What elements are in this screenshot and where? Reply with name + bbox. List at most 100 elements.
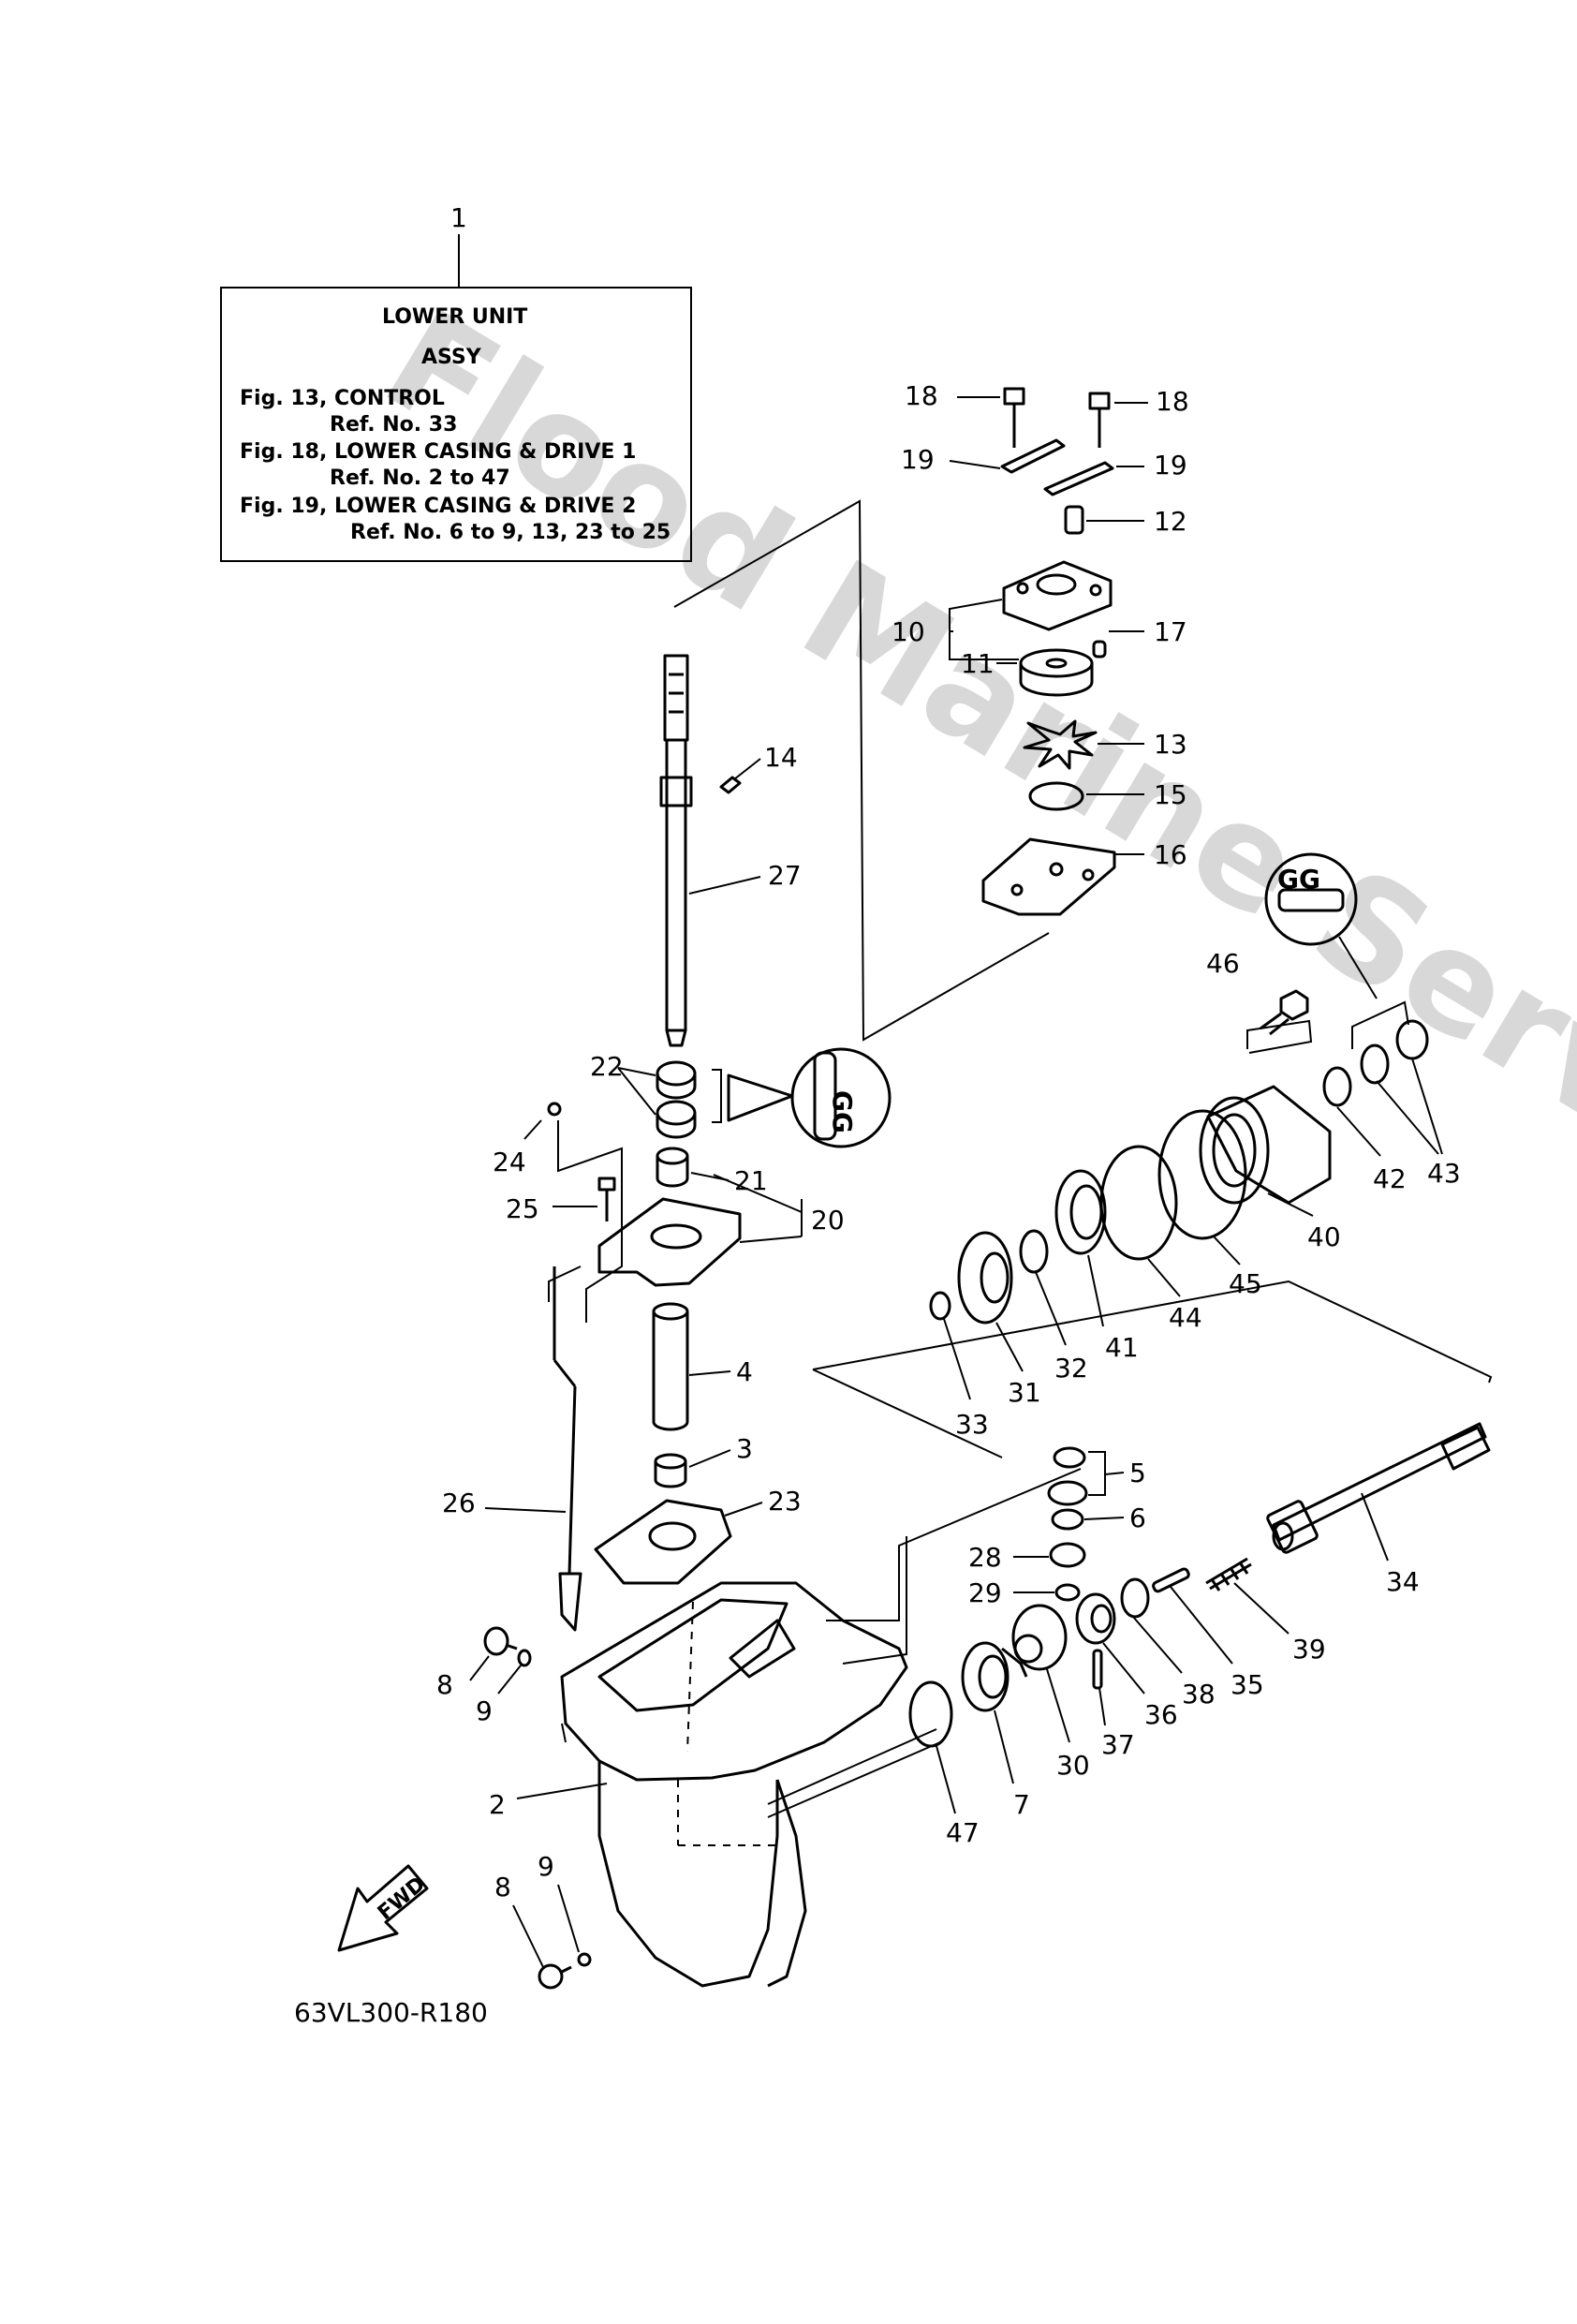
o-ring-45: [1157, 1109, 1247, 1240]
spring-39: [1205, 1557, 1252, 1591]
bolt-46: [1260, 989, 1309, 1036]
circlip-33: [929, 1291, 951, 1321]
callout-44: 44: [1169, 1302, 1202, 1333]
forward-gear-30: [1001, 1604, 1068, 1678]
reference-box: 1 LOWER UNIT ASSY Fig. 13, CONTROL Ref. …: [220, 202, 692, 562]
pin-17: [1092, 640, 1107, 659]
callout-1: 1: [450, 202, 467, 233]
bearing-5b: [1047, 1480, 1088, 1506]
drive-shaft-27: 14 27: [659, 654, 802, 1047]
box-line-5: Fig. 19, LOWER CASING & DRIVE 2: [240, 495, 636, 518]
ring-47: [908, 1680, 953, 1748]
impeller-13: [1023, 719, 1098, 770]
callout-43: 43: [1427, 1158, 1461, 1189]
bearing-41: [1054, 1169, 1107, 1255]
washer-9-lower: [577, 1952, 592, 1967]
callout-19-left: 19: [901, 444, 935, 475]
callout-15: 15: [1154, 779, 1187, 810]
callout-18-left: 18: [905, 380, 938, 411]
callout-33: 33: [955, 1409, 989, 1440]
circlip-38: [1120, 1577, 1150, 1619]
bolt-25: [597, 1177, 616, 1221]
callout-11: 11: [961, 648, 995, 679]
callout-20: 20: [811, 1205, 845, 1236]
bearing-5a: [1053, 1446, 1086, 1469]
callout-40: 40: [1307, 1221, 1341, 1252]
box-line-3: Fig. 18, LOWER CASING & DRIVE 1: [240, 440, 636, 464]
screw-8-upper: [483, 1626, 518, 1656]
callout-47: 47: [946, 1817, 980, 1848]
key-14: [719, 776, 742, 794]
callout-9-lower: 9: [538, 1851, 554, 1882]
callout-14: 14: [764, 742, 798, 773]
plate-19-right: [1043, 461, 1114, 496]
pinion-28: [1049, 1542, 1086, 1568]
callout-16: 16: [1154, 839, 1187, 870]
insert-cartridge-11: [1019, 648, 1094, 697]
callout-34: 34: [1386, 1566, 1420, 1597]
callout-24: 24: [493, 1147, 526, 1177]
plate-19-left: [1000, 438, 1066, 474]
callout-41: 41: [1105, 1332, 1139, 1363]
prop-shaft-housing-group: 46 43 42 40 45 44 41 32 31 33: [929, 948, 1461, 1440]
box-line-6: Ref. No. 6 to 9, 13, 23 to 25: [350, 521, 671, 544]
callout-26: 26: [442, 1488, 476, 1518]
fwd-arrow-icon: FWD: [337, 1864, 430, 1952]
callout-30: 30: [1056, 1750, 1090, 1781]
bolt-18-right: [1088, 392, 1111, 448]
prop-shaft-group: 5 6 28 29 34 39 35 38 36 37 30 7 47: [908, 1422, 1491, 1848]
grease-symbol-right: GG: [1264, 852, 1378, 999]
fwd-label: FWD: [374, 1873, 430, 1925]
grease-symbol-left: [790, 1047, 892, 1148]
callout-45: 45: [1229, 1268, 1262, 1299]
callout-3: 3: [736, 1433, 753, 1464]
grease-label-left: GG: [827, 1090, 858, 1133]
callout-13: 13: [1154, 729, 1187, 760]
gasket-23: [594, 1499, 732, 1585]
callout-7: 7: [1013, 1789, 1030, 1820]
callout-39: 39: [1292, 1634, 1326, 1665]
box-title-2: ASSY: [421, 346, 482, 369]
bearing-7: [961, 1641, 1010, 1712]
callout-4: 4: [736, 1356, 753, 1387]
callout-35: 35: [1231, 1669, 1264, 1700]
insert-12: [1064, 505, 1084, 535]
washer-9-upper: [517, 1649, 532, 1667]
callout-10: 10: [892, 616, 925, 647]
pump-alignment-line: [673, 499, 1050, 1042]
callout-29: 29: [968, 1577, 1002, 1608]
bushing-21: [656, 1147, 689, 1188]
outer-plate-16: [981, 837, 1116, 916]
callout-46: 46: [1206, 948, 1240, 979]
screw-8-lower: [538, 1963, 572, 1990]
callout-31: 31: [1008, 1377, 1041, 1408]
callout-6: 6: [1129, 1502, 1146, 1533]
callout-22: 22: [590, 1051, 624, 1082]
pin-35: [1152, 1567, 1190, 1593]
propeller-shaft-34: [1266, 1422, 1491, 1554]
gear-bracket: [812, 1280, 1493, 1384]
bearing-22-lower: [656, 1100, 697, 1139]
pump-housing-10: [1002, 560, 1113, 631]
pin-24: [547, 1102, 562, 1117]
shim-6: [1051, 1508, 1084, 1531]
callout-8-upper: 8: [436, 1669, 453, 1700]
dog-clutch-36: [1075, 1592, 1116, 1645]
callout-2: 2: [489, 1789, 506, 1820]
callout-27: 27: [768, 860, 802, 891]
box-line-4: Ref. No. 2 to 47: [330, 466, 510, 490]
callout-23: 23: [768, 1486, 802, 1517]
callout-17: 17: [1154, 616, 1187, 647]
bearing-housing-20: [597, 1197, 742, 1287]
callout-28: 28: [968, 1542, 1002, 1573]
reverse-gear-31: [957, 1231, 1013, 1325]
box-line-1: Fig. 13, CONTROL: [240, 387, 445, 410]
oil-seal-43a: [1360, 1044, 1390, 1085]
callout-36: 36: [1144, 1699, 1178, 1730]
callout-8-lower: 8: [494, 1872, 511, 1902]
callout-21: 21: [734, 1165, 768, 1196]
drive-shaft-bearing-group: GG: [442, 1047, 892, 1632]
callout-38: 38: [1182, 1679, 1216, 1710]
box-title-1: LOWER UNIT: [382, 305, 527, 329]
